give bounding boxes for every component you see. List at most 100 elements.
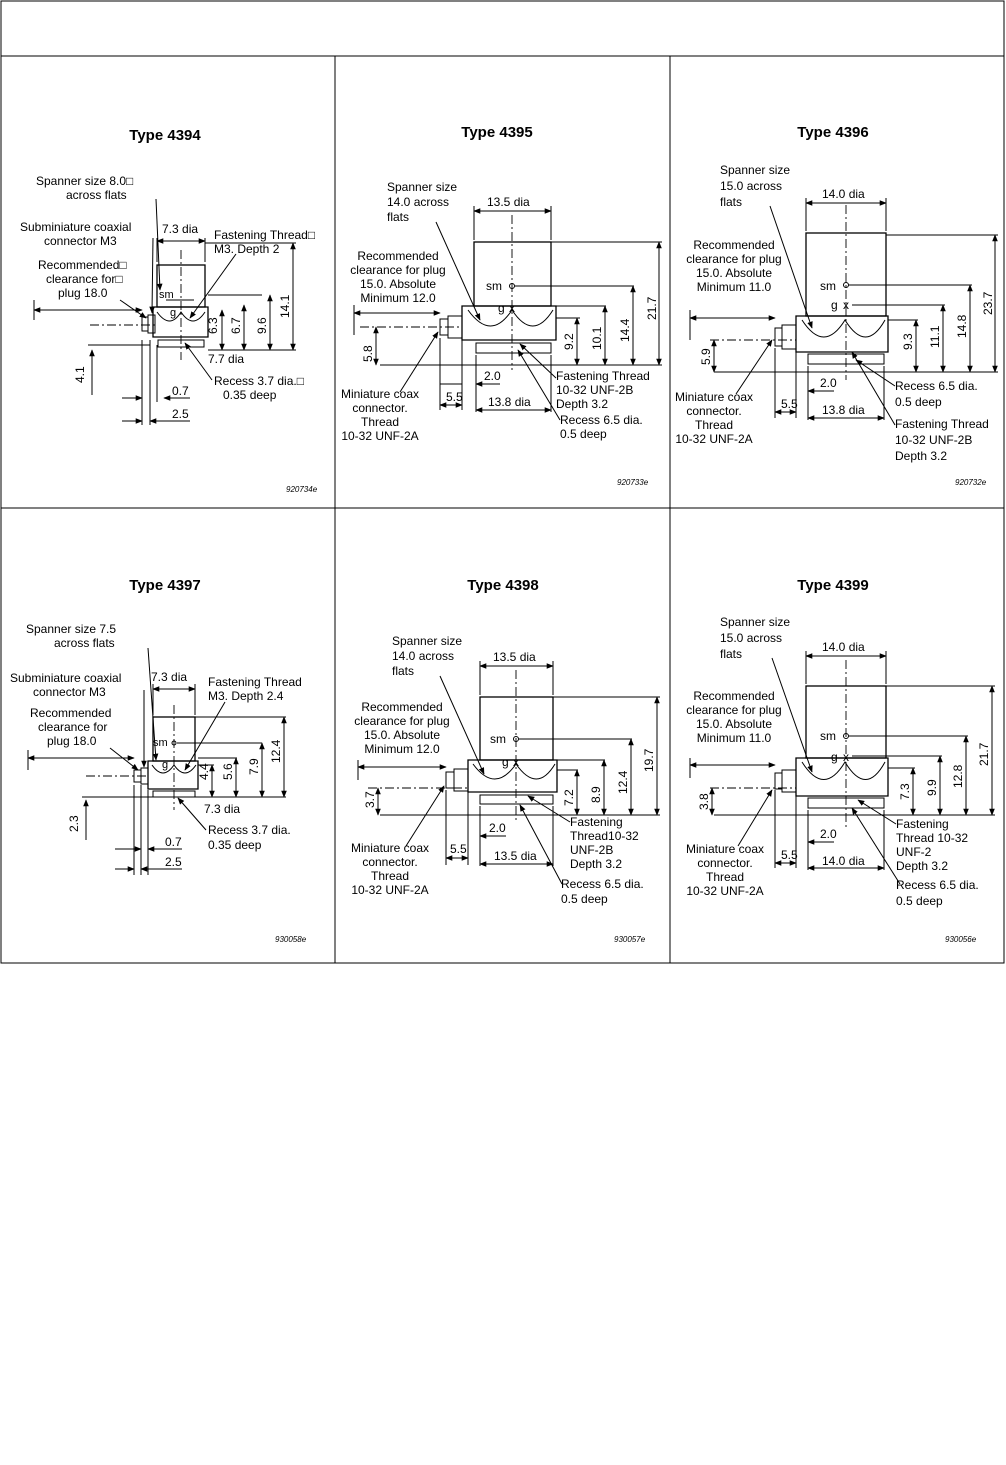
dim-5-6: 5.6: [221, 763, 235, 780]
dim-12-4: 12.4: [269, 739, 283, 763]
clearance-label: Recommended□clearance for□plug 18.0: [38, 258, 127, 300]
dim-3-7: 3.7: [363, 791, 377, 808]
dim-12-8: 12.8: [951, 764, 965, 788]
sm-mark: sm: [486, 279, 502, 293]
dim-7-2: 7.2: [562, 789, 576, 806]
dim-21-7: 21.7: [977, 742, 991, 766]
recess-label: Recess 6.5 dia.0.5 deep: [560, 413, 643, 441]
dimension-lines: [689, 198, 998, 426]
base-dia-label: 14.0 dia: [822, 854, 865, 868]
dimension-lines: [689, 651, 995, 885]
top-dia-label: 7.3 dia: [151, 670, 187, 684]
dim-2-5: 2.5: [165, 855, 182, 869]
sm-point: [509, 283, 515, 289]
dim-6-7: 6.7: [229, 317, 243, 334]
panel-type-4394: Type 4394 Spanner size 8.0□across flats …: [20, 127, 318, 494]
dim-8-9: 8.9: [589, 786, 603, 803]
dim-9-6: 9.6: [255, 317, 269, 334]
sensor-drawing: [710, 205, 889, 380]
dim-5-5: 5.5: [781, 397, 798, 411]
top-dia-label: 13.5 dia: [487, 195, 530, 209]
dim-5-5: 5.5: [446, 390, 463, 404]
x-mark: x: [509, 301, 515, 315]
sensor-drawing: [710, 660, 889, 830]
drawing-code: 920733e: [617, 478, 649, 487]
thread-label: Fastening Thread□M3. Depth 2: [214, 228, 315, 256]
x-mark: x: [843, 298, 849, 312]
dim-9-2: 9.2: [562, 333, 576, 350]
dim-5-5: 5.5: [781, 848, 798, 862]
drawing-code: 920734e: [286, 485, 318, 494]
sm-point: [843, 733, 849, 739]
sm-point: [843, 282, 849, 288]
recess-label: Recess 3.7 dia.□0.35 deep: [214, 374, 304, 402]
g-mark: g: [502, 755, 509, 769]
sm-point: [513, 736, 519, 742]
top-dia-label: 14.0 dia: [822, 640, 865, 654]
base-dia-label: 13.8 dia: [822, 403, 865, 417]
panel-title: Type 4396: [797, 124, 868, 141]
sensor-drawing: [90, 250, 209, 360]
dim-11-1: 11.1: [928, 325, 942, 348]
sm-mark: sm: [490, 732, 506, 746]
dim-2-0: 2.0: [820, 376, 837, 390]
x-mark: x: [843, 750, 849, 764]
dimension-lines: [353, 206, 662, 421]
dim-9-9: 9.9: [925, 779, 939, 796]
top-dia-label: 7.3 dia: [162, 222, 198, 236]
sm-point: [171, 740, 177, 746]
base-dia-label: 13.8 dia: [488, 395, 531, 409]
base-dia-label: 7.7 dia: [208, 352, 244, 366]
table-grid: [0, 0, 1005, 964]
g-mark: g: [831, 750, 838, 764]
g-mark: g: [162, 759, 168, 771]
panel-title: Type 4394: [129, 127, 201, 144]
top-dia-label: 13.5 dia: [493, 650, 536, 664]
top-dia-label: 14.0 dia: [822, 187, 865, 201]
dim-2-0: 2.0: [484, 369, 501, 383]
dim-9-3: 9.3: [901, 333, 915, 350]
panel-title: Type 4395: [461, 124, 532, 141]
g-mark: g: [170, 307, 176, 319]
drawing-code: 930056e: [945, 935, 977, 944]
dim-21-7: 21.7: [645, 296, 659, 320]
dim-12-4: 12.4: [616, 770, 630, 794]
base-dia-label: 7.3 dia: [204, 802, 240, 816]
recess-label: Recess 6.5 dia.0.5 deep: [895, 379, 978, 409]
base-dia-label: 13.5 dia: [494, 849, 537, 863]
dim-4-4: 4.4: [197, 763, 211, 780]
spanner-label: Spanner size 8.0□across flats: [36, 174, 133, 202]
panel-title: Type 4398: [467, 577, 538, 594]
drawing-code: 930057e: [614, 935, 646, 944]
drawing-code: 930058e: [275, 935, 307, 944]
dim-5-9: 5.9: [699, 348, 713, 365]
dim-0-7: 0.7: [172, 384, 189, 398]
x-mark: x: [513, 755, 519, 769]
dim-23-7: 23.7: [981, 291, 995, 315]
sm-mark: sm: [820, 729, 836, 743]
dim-2-3: 2.3: [67, 815, 81, 832]
